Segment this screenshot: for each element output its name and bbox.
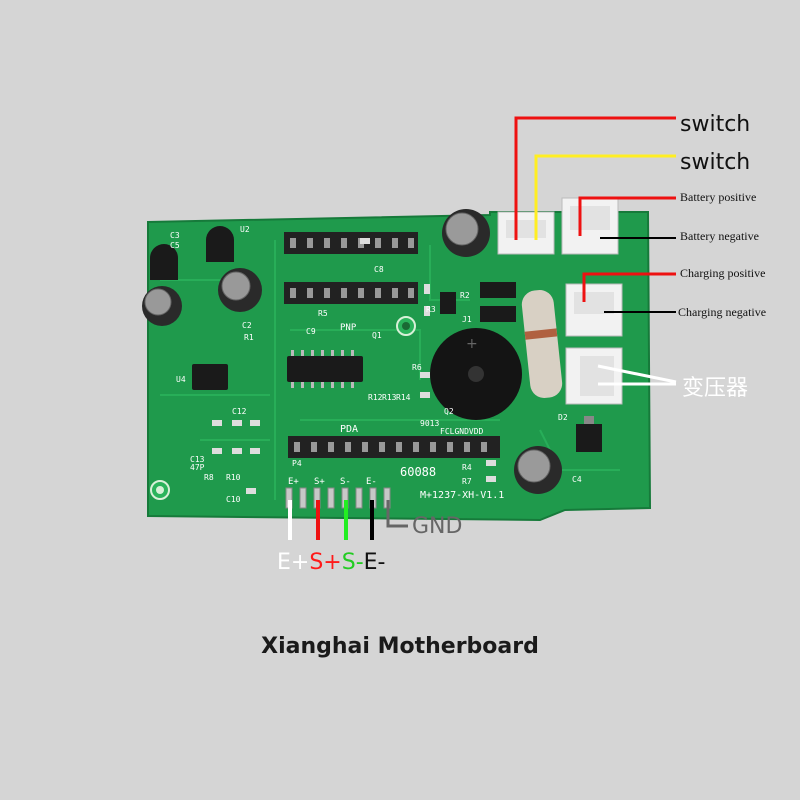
svg-text:Q1: Q1	[372, 331, 382, 340]
silk-bus: FCLGNDVDD	[440, 427, 484, 436]
wire-battery-positive	[578, 196, 676, 236]
label-transformer: 变压器	[682, 376, 749, 401]
connector-battery	[561, 197, 619, 255]
pin-label-row: E+S+S-E-	[277, 550, 386, 575]
wire-gnd	[386, 500, 408, 528]
connector-switch	[497, 211, 555, 255]
silk-refs: U2 U4 C2 C3 C5 C8 C9 C10 C12 C13 47P R1 …	[170, 225, 582, 504]
svg-text:R14: R14	[396, 393, 411, 402]
silk-pin-e-plus: E+	[288, 477, 299, 487]
label-gnd: GND	[412, 514, 463, 539]
svg-text:D2: D2	[558, 413, 568, 422]
svg-text:Q2: Q2	[444, 407, 454, 416]
silk-pnp: PNP	[340, 323, 357, 333]
svg-text:C9: C9	[306, 327, 316, 336]
svg-text:C8: C8	[374, 265, 384, 274]
pin-label-e-plus: E+	[277, 550, 310, 575]
svg-text:P4: P4	[292, 459, 302, 468]
ic-chip-u4	[192, 364, 228, 390]
ic-chip-main	[287, 350, 363, 388]
svg-text:R8: R8	[204, 473, 214, 482]
svg-text:R2: R2	[460, 291, 470, 300]
wire-charging-positive	[582, 272, 676, 302]
power-resistor	[521, 290, 563, 398]
svg-text:U2: U2	[240, 225, 250, 234]
capacitor	[142, 209, 562, 494]
label-switch-1: switch	[680, 112, 751, 137]
jumper-j1	[440, 292, 456, 314]
svg-text:+: +	[466, 336, 478, 352]
label-charging-positive: Charging positive	[680, 266, 766, 280]
connector-transformer	[565, 347, 623, 405]
pin-label-e-minus: E-	[363, 550, 386, 575]
wire-switch-red	[514, 116, 676, 240]
svg-text:R4: R4	[462, 463, 472, 472]
diode	[480, 282, 516, 298]
wire-switch-yellow	[534, 154, 676, 240]
svg-text:47P: 47P	[190, 463, 205, 472]
buzzer: +	[430, 328, 522, 420]
svg-text:R5: R5	[318, 309, 328, 318]
svg-text:R1: R1	[244, 333, 254, 342]
svg-text:C2: C2	[242, 321, 252, 330]
svg-text:C4: C4	[572, 475, 582, 484]
svg-text:R6: R6	[412, 363, 422, 372]
svg-text:C13: C13	[190, 455, 205, 464]
wire-transformer	[597, 364, 677, 386]
connector-charging	[565, 283, 623, 337]
label-charging-negative: Charging negative	[678, 305, 767, 319]
header-row-bottom	[288, 436, 500, 458]
label-battery-positive: Battery positive	[680, 190, 757, 204]
diode	[480, 306, 516, 322]
silk-pin-s-plus: S+	[314, 477, 325, 487]
smd-parts	[212, 238, 496, 494]
regulator-chip	[576, 416, 602, 452]
svg-text:C10: C10	[226, 495, 241, 504]
svg-text:R12: R12	[368, 393, 383, 402]
svg-text:R7: R7	[462, 477, 472, 486]
pcb-board	[147, 211, 652, 522]
silk-model: 60088	[400, 465, 436, 479]
pin-label-s-minus: S-	[341, 550, 364, 575]
svg-text:R10: R10	[226, 473, 241, 482]
label-battery-negative: Battery negative	[680, 229, 759, 243]
svg-text:C12: C12	[232, 407, 247, 416]
silk-pin-e-minus: E-	[366, 477, 377, 487]
svg-text:C5: C5	[170, 241, 180, 250]
svg-text:R13: R13	[382, 393, 397, 402]
pin-label-s-plus: S+	[309, 550, 342, 575]
transistor-u2	[150, 226, 234, 280]
silk-version: M+1237-XH-V1.1	[420, 490, 504, 501]
caption: Xianghai Motherboard	[261, 634, 539, 659]
header-row-top	[284, 232, 418, 304]
label-switch-2: switch	[680, 150, 751, 175]
svg-text:J1: J1	[462, 315, 472, 324]
edge-pins	[285, 487, 391, 509]
silk-pin-s-minus: S-	[340, 477, 351, 487]
silk-pda: PDA	[340, 424, 358, 435]
svg-text:R3: R3	[426, 305, 436, 314]
svg-text:C3: C3	[170, 231, 180, 240]
svg-text:U4: U4	[176, 375, 186, 384]
svg-text:9013: 9013	[420, 419, 439, 428]
